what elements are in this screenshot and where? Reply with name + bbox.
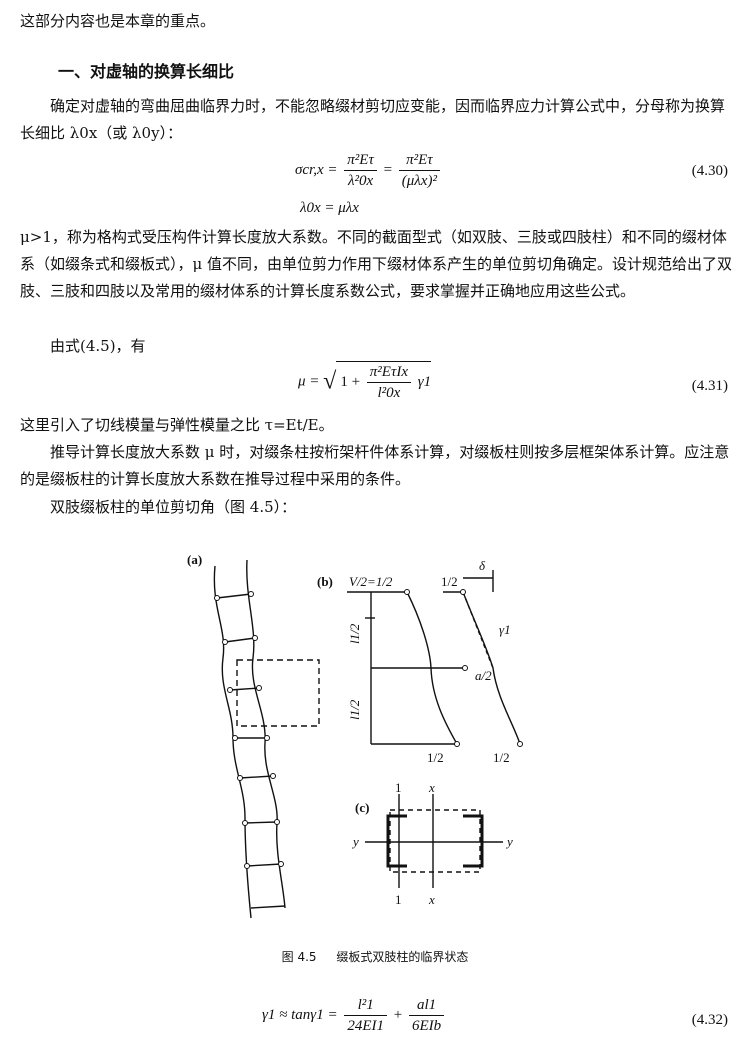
eq431-inner: 1 + (340, 373, 361, 390)
eq432-lhs: γ1 ≈ tanγ1 = (262, 1006, 338, 1023)
fig-label-a: (a) (187, 552, 202, 567)
eq430-lhs: σcr,x = (295, 161, 338, 178)
fig-label-b: (b) (317, 574, 333, 589)
paragraph-3: 由式(4.5)，有 (50, 337, 146, 355)
eq432-frac1-den: 24EI1 (347, 1018, 385, 1034)
eq431-frac: π²EτIx l²0x (366, 362, 411, 403)
fig-gamma: γ1 (499, 622, 511, 637)
eq432-number: (4.32) (691, 1012, 728, 1028)
equation-lambda: λ0x = μλx (300, 200, 359, 216)
eq431-number: (4.31) (691, 378, 728, 394)
eq430-number: (4.30) (691, 163, 728, 179)
limb-right (246, 559, 286, 909)
eq430-equals: = (383, 161, 393, 178)
fig-axis-y-left: y (351, 834, 359, 849)
sqrt-icon: √ (323, 368, 337, 395)
eq432-frac2: al1 6EIb (408, 995, 445, 1036)
fig-a2: a/2 (475, 668, 492, 683)
caption-number: 图 4.5 (281, 950, 317, 964)
fig-axis-1-bottom: 1 (395, 892, 402, 907)
figure-caption: 图 4.5 缀板式双肢柱的临界状态 (0, 948, 750, 965)
equation-4-30: σcr,x = π²Eτ λ²0x = π²Eτ (μλx)² (295, 150, 443, 191)
eq430-frac1: π²Eτ λ²0x (344, 150, 377, 191)
eq431-radicand: 1 + π²EτIx l²0x γ1 (336, 361, 432, 403)
eq431-tail: γ1 (417, 373, 432, 390)
eq431-frac-num: π²EτIx (366, 362, 411, 383)
eq430-frac2-num: π²Eτ (398, 150, 440, 171)
paragraph-2: μ>1，称为格构式受压构件计算长度放大系数。不同的截面型式（如双肢、三肢或四肢柱… (20, 228, 733, 300)
fig-l1-upper: l1/2 (347, 623, 362, 644)
caption-text: 缀板式双肢柱的临界状态 (336, 950, 469, 964)
equation-4-32: γ1 ≈ tanγ1 = l²1 24EI1 + al1 6EIb (262, 995, 447, 1036)
fig-half-top: 1/2 (441, 574, 458, 589)
paragraph-4: 这里引入了切线模量与弹性模量之比 τ=Et/E。 (20, 416, 334, 434)
eq432-frac2-den: 6EIb (411, 1018, 442, 1034)
eq430-frac1-num: π²Eτ (344, 150, 377, 171)
fig-label-c: (c) (355, 800, 369, 815)
equation-4-31: μ = √ 1 + π²EτIx l²0x γ1 (298, 361, 432, 403)
eq430-frac2: π²Eτ (μλx)² (398, 150, 440, 191)
eq431-lhs: μ = (298, 373, 320, 390)
paragraph-6: 双肢缀板柱的单位剪切角（图 4.5）： (50, 498, 297, 516)
fig-axis-x-bottom: x (428, 892, 435, 907)
intro-line: 这部分内容也是本章的重点。 (20, 12, 216, 30)
fig-axis-x-top: x (428, 780, 435, 795)
eq432-plus: + (393, 1006, 403, 1023)
figure-4-5: (a) (b) (c) V/2=1/2 1/2 δ γ1 l1/2 l1/2 a… (187, 552, 523, 919)
eq430-frac1-den: λ²0x (347, 173, 374, 189)
eq432-frac2-num: al1 (408, 995, 445, 1016)
section-heading: 一、对虚轴的换算长细比 (58, 62, 235, 81)
fig-half-bottom-right: 1/2 (493, 750, 510, 765)
fig-axis-y-right: y (505, 834, 513, 849)
fig-half-bottom-left: 1/2 (427, 750, 444, 765)
fig-l1-lower: l1/2 (347, 699, 362, 720)
eq430-frac2-den: (μλx)² (401, 173, 437, 189)
fig-v-label: V/2=1/2 (349, 574, 393, 589)
eq431-frac-den: l²0x (377, 385, 401, 401)
paragraph-5: 推导计算长度放大系数 μ 时，对缀条柱按桁架杆件体系计算，对缀板柱则按多层框架体… (20, 443, 730, 488)
fig-delta: δ (479, 558, 486, 573)
eq432-frac1-num: l²1 (344, 995, 388, 1016)
fig-axis-1-top: 1 (395, 780, 402, 795)
eq432-frac1: l²1 24EI1 (344, 995, 388, 1036)
paragraph-1: 确定对虚轴的弯曲屈曲临界力时，不能忽略缀材剪切应变能，因而临界应力计算公式中，分… (20, 97, 726, 142)
